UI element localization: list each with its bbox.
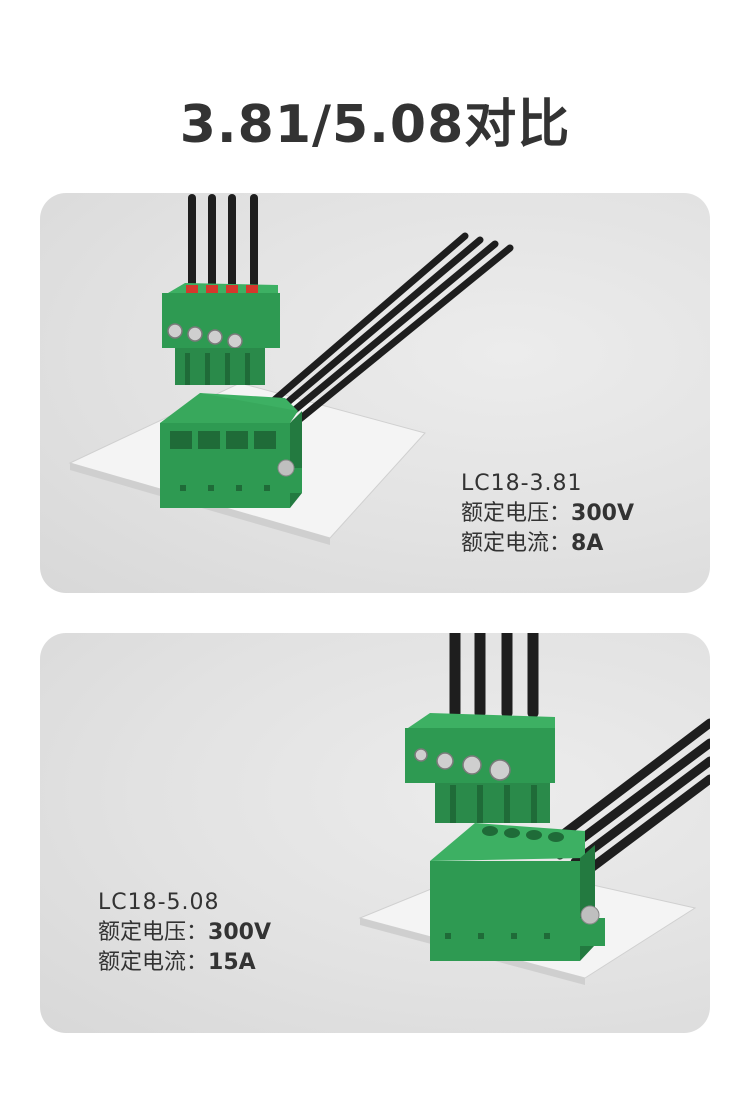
comparison-panel-508: LC18-5.08 额定电压：300V 额定电流：15A [40,633,710,1033]
spec-block-508: LC18-5.08 额定电压：300V 额定电流：15A [98,888,271,978]
voltage-value: 300V [208,920,271,945]
voltage-value: 300V [571,501,634,526]
current-label: 额定电流： [98,950,209,975]
voltage-label: 额定电压： [98,920,209,945]
rated-voltage-row: 额定电压：300V [461,499,634,529]
model-name: LC18-3.81 [461,471,583,496]
rated-current-row: 额定电流：8A [461,529,634,559]
page-title: 3.81/5.08对比 [179,95,571,155]
comparison-panel-381: LC18-3.81 额定电压：300V 额定电流：8A [40,193,710,593]
current-value: 15A [208,950,256,975]
current-label: 额定电流： [461,531,572,556]
spec-block-381: LC18-3.81 额定电压：300V 额定电流：8A [461,469,634,559]
model-name: LC18-5.08 [98,890,220,915]
connector-508-illustration [358,633,710,985]
voltage-label: 额定电压： [461,501,572,526]
current-value: 8A [571,531,604,556]
rated-current-row: 额定电流：15A [98,948,271,978]
connector-381-illustration [68,194,514,545]
rated-voltage-row: 额定电压：300V [98,918,271,948]
